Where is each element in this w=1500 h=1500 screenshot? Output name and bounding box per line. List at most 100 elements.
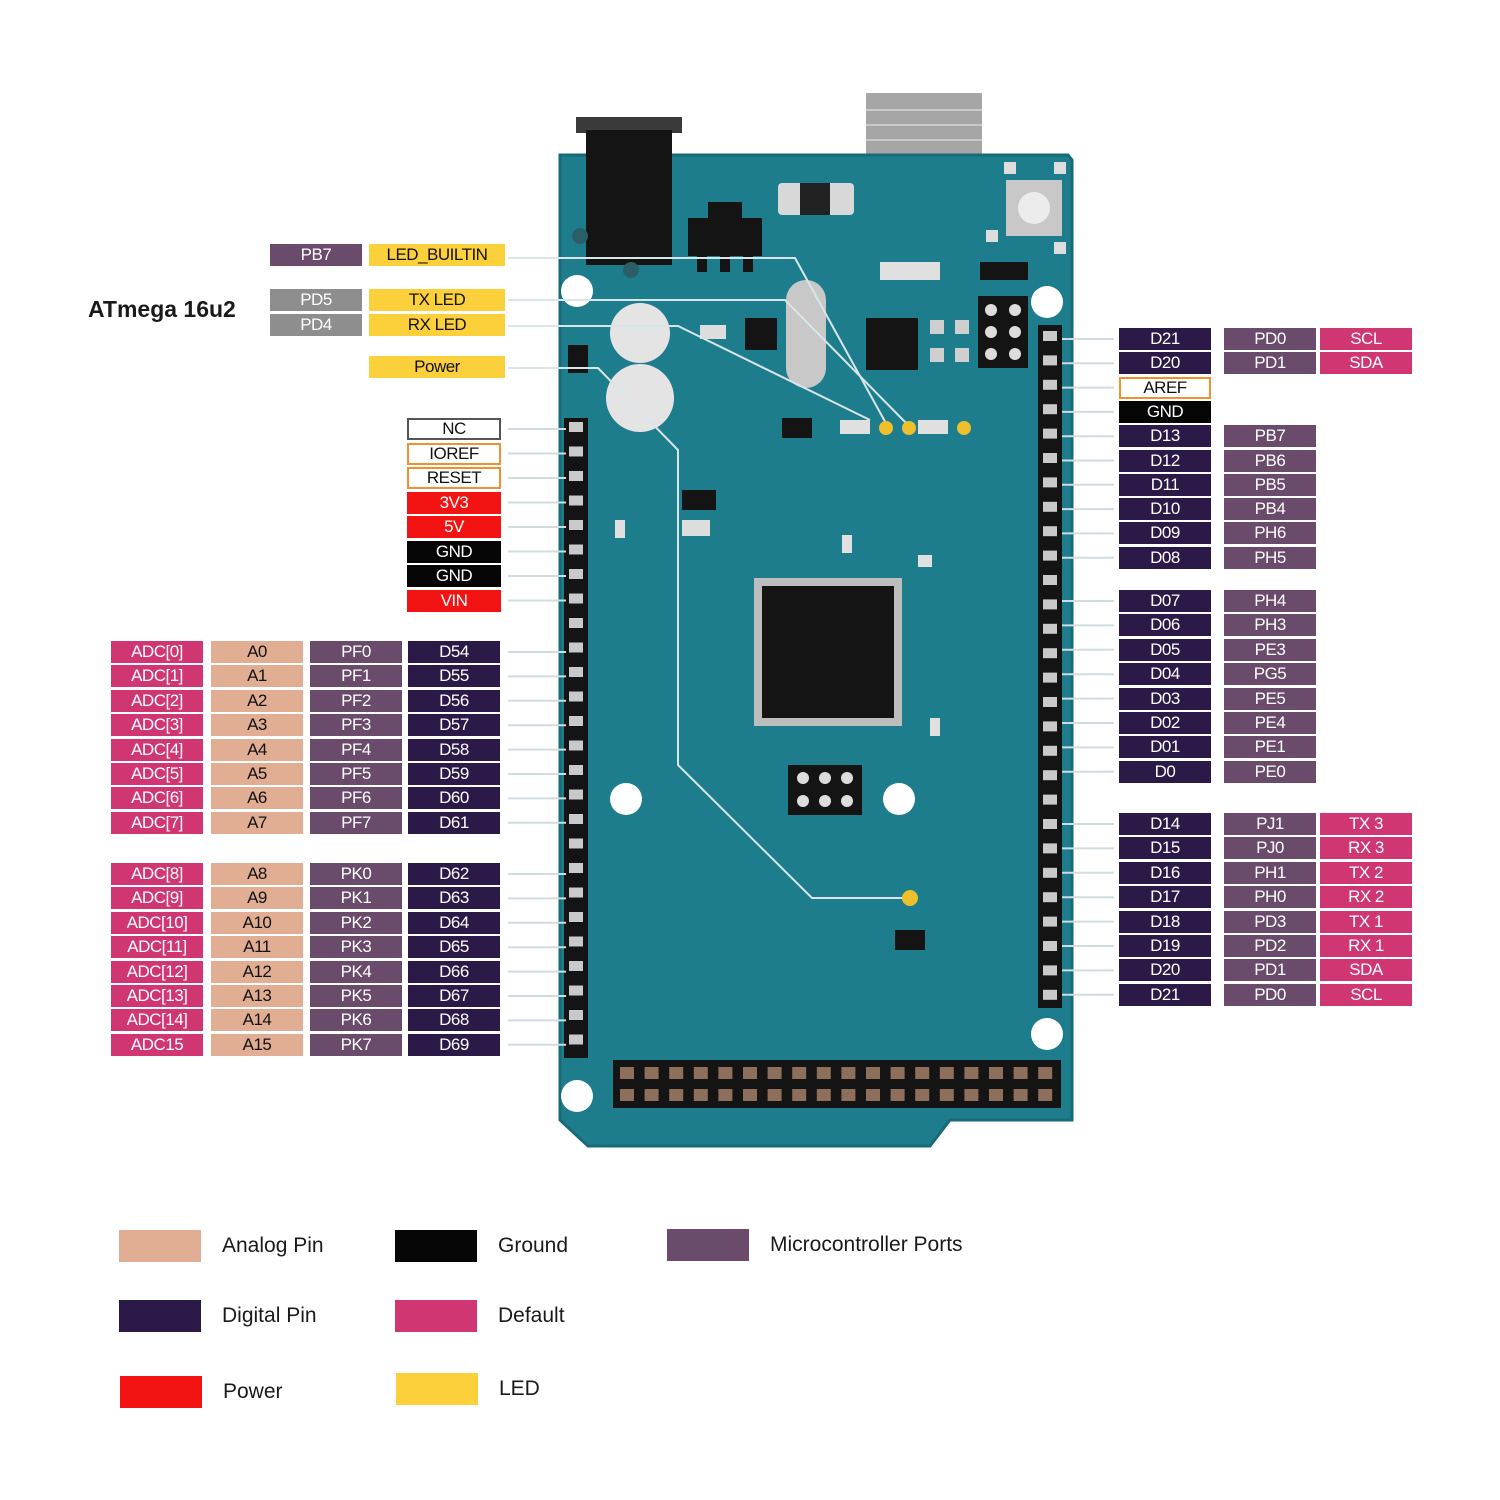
right-pin-d08: D08 bbox=[1119, 546, 1211, 569]
left-header-pin bbox=[569, 544, 583, 555]
right-pin-d06: D06 bbox=[1119, 614, 1211, 637]
analog-label-a13: A13 bbox=[211, 985, 303, 1007]
port-label-a14: PK6 bbox=[310, 1009, 402, 1032]
bottom-header-pin bbox=[669, 1089, 684, 1101]
left-header-pin bbox=[569, 667, 583, 677]
left-header-pin bbox=[569, 618, 583, 628]
right-pin-d10: D10 bbox=[1119, 498, 1211, 521]
right-port-ph3: PH3 bbox=[1224, 614, 1316, 637]
led-builtin-label: LED_BUILTIN bbox=[369, 244, 505, 266]
right-port-pb4: PB4 bbox=[1224, 498, 1316, 521]
power-header-pin-vin: VIN bbox=[407, 589, 501, 612]
power-header-pin-gnd: GND bbox=[407, 565, 501, 587]
digital-label-a2: D56 bbox=[408, 689, 500, 712]
bottom-header-pin bbox=[964, 1067, 979, 1079]
digital-label-a7: D61 bbox=[408, 811, 500, 834]
right-func-sda: SDA bbox=[1320, 959, 1412, 982]
left-header-pin bbox=[569, 961, 583, 971]
right-header-pin bbox=[1043, 575, 1057, 585]
port-label-a12: PK4 bbox=[310, 960, 402, 983]
left-header-pin bbox=[569, 642, 583, 653]
right-port-pe0: PE0 bbox=[1224, 760, 1316, 783]
adc-label-a12: ADC[12] bbox=[111, 960, 203, 983]
bottom-header-pin bbox=[1013, 1089, 1028, 1101]
legend-label-microcontroller-ports: Microcontroller Ports bbox=[770, 1233, 963, 1256]
left-header-pin bbox=[569, 1034, 583, 1045]
port-label-a0: PF0 bbox=[310, 641, 402, 663]
right-header-pin bbox=[1043, 379, 1057, 390]
adc-label-a2: ADC[2] bbox=[111, 689, 203, 712]
right-pin-d09: D09 bbox=[1119, 522, 1211, 545]
atmega16u2-chip bbox=[866, 318, 918, 370]
right-port-pb6: PB6 bbox=[1224, 449, 1316, 472]
analog-label-a8: A8 bbox=[211, 863, 303, 885]
right-port-pe4: PE4 bbox=[1224, 712, 1316, 734]
right-header-pin bbox=[1043, 428, 1057, 439]
left-header-pin bbox=[569, 520, 583, 530]
adc-label-a8: ADC[8] bbox=[111, 863, 203, 885]
analog-label-a2: A2 bbox=[211, 689, 303, 712]
power-header-pin-ioref: IOREF bbox=[407, 442, 501, 465]
legend-swatch-led bbox=[396, 1373, 478, 1405]
right-port-ph6: PH6 bbox=[1224, 522, 1316, 545]
bottom-header-pin bbox=[644, 1067, 659, 1079]
right-header-pin bbox=[1043, 916, 1057, 927]
adc-label-a6: ADC[6] bbox=[111, 787, 203, 810]
adc-label-a0: ADC[0] bbox=[111, 641, 203, 663]
right-header-pin bbox=[1043, 794, 1057, 805]
right-header-pin bbox=[1043, 867, 1057, 878]
bottom-header-pin bbox=[1038, 1067, 1053, 1079]
bottom-header-pin bbox=[939, 1089, 954, 1101]
adc-label-a4: ADC[4] bbox=[111, 738, 203, 761]
legend-swatch-power bbox=[120, 1376, 202, 1408]
bottom-header-pin bbox=[816, 1067, 831, 1079]
right-header-pin bbox=[1043, 331, 1057, 341]
right-pin-d12: D12 bbox=[1119, 449, 1211, 472]
bottom-header-pin bbox=[989, 1089, 1003, 1101]
legend-label-ground: Ground bbox=[498, 1234, 569, 1257]
digital-label-a11: D65 bbox=[408, 936, 500, 959]
bottom-header-pin bbox=[743, 1067, 757, 1079]
bottom-header-pin bbox=[816, 1089, 831, 1101]
analog-label-a10: A10 bbox=[211, 911, 303, 934]
right-port-ph0: PH0 bbox=[1224, 886, 1316, 909]
right-pin-d04: D04 bbox=[1119, 663, 1211, 686]
legend-swatch-analog-pin bbox=[119, 1230, 201, 1262]
bottom-header-pin bbox=[743, 1089, 757, 1101]
digital-label-a12: D66 bbox=[408, 960, 500, 983]
bottom-header-pin bbox=[767, 1089, 782, 1101]
bottom-header-pin bbox=[890, 1089, 905, 1101]
right-port-pj0: PJ0 bbox=[1224, 837, 1316, 860]
atmega2560-chip bbox=[762, 586, 894, 718]
bottom-header-pin bbox=[792, 1089, 807, 1101]
digital-label-a13: D67 bbox=[408, 985, 500, 1007]
bottom-header-pin bbox=[1013, 1067, 1028, 1079]
bottom-header-pin bbox=[866, 1089, 880, 1101]
left-header-pin bbox=[569, 422, 583, 432]
right-pin-d20: D20 bbox=[1119, 959, 1211, 982]
pd5-port-label: PD5 bbox=[270, 289, 362, 311]
right-pin-d07: D07 bbox=[1119, 590, 1211, 612]
analog-label-a1: A1 bbox=[211, 665, 303, 688]
right-header-pin bbox=[1043, 941, 1057, 951]
right-header-pin bbox=[1043, 965, 1057, 976]
left-header-pin bbox=[569, 691, 583, 702]
right-pin-aref: AREF bbox=[1119, 376, 1211, 399]
port-label-a10: PK2 bbox=[310, 911, 402, 934]
legend-swatch-digital-pin bbox=[119, 1300, 201, 1332]
right-func-rx2: RX 2 bbox=[1320, 886, 1412, 909]
right-port-pj1: PJ1 bbox=[1224, 813, 1316, 835]
right-header-pin bbox=[1043, 623, 1057, 634]
adc-label-a7: ADC[7] bbox=[111, 811, 203, 834]
digital-label-a3: D57 bbox=[408, 714, 500, 737]
right-header-pin bbox=[1043, 648, 1057, 659]
legend-label-led: LED bbox=[499, 1377, 540, 1400]
digital-label-a10: D64 bbox=[408, 911, 500, 934]
analog-label-a9: A9 bbox=[211, 887, 303, 910]
analog-label-a11: A11 bbox=[211, 936, 303, 959]
legend-label-default: Default bbox=[498, 1304, 565, 1327]
left-header-pin bbox=[569, 814, 583, 824]
right-pin-d16: D16 bbox=[1119, 861, 1211, 884]
bottom-header-pin bbox=[989, 1067, 1003, 1079]
